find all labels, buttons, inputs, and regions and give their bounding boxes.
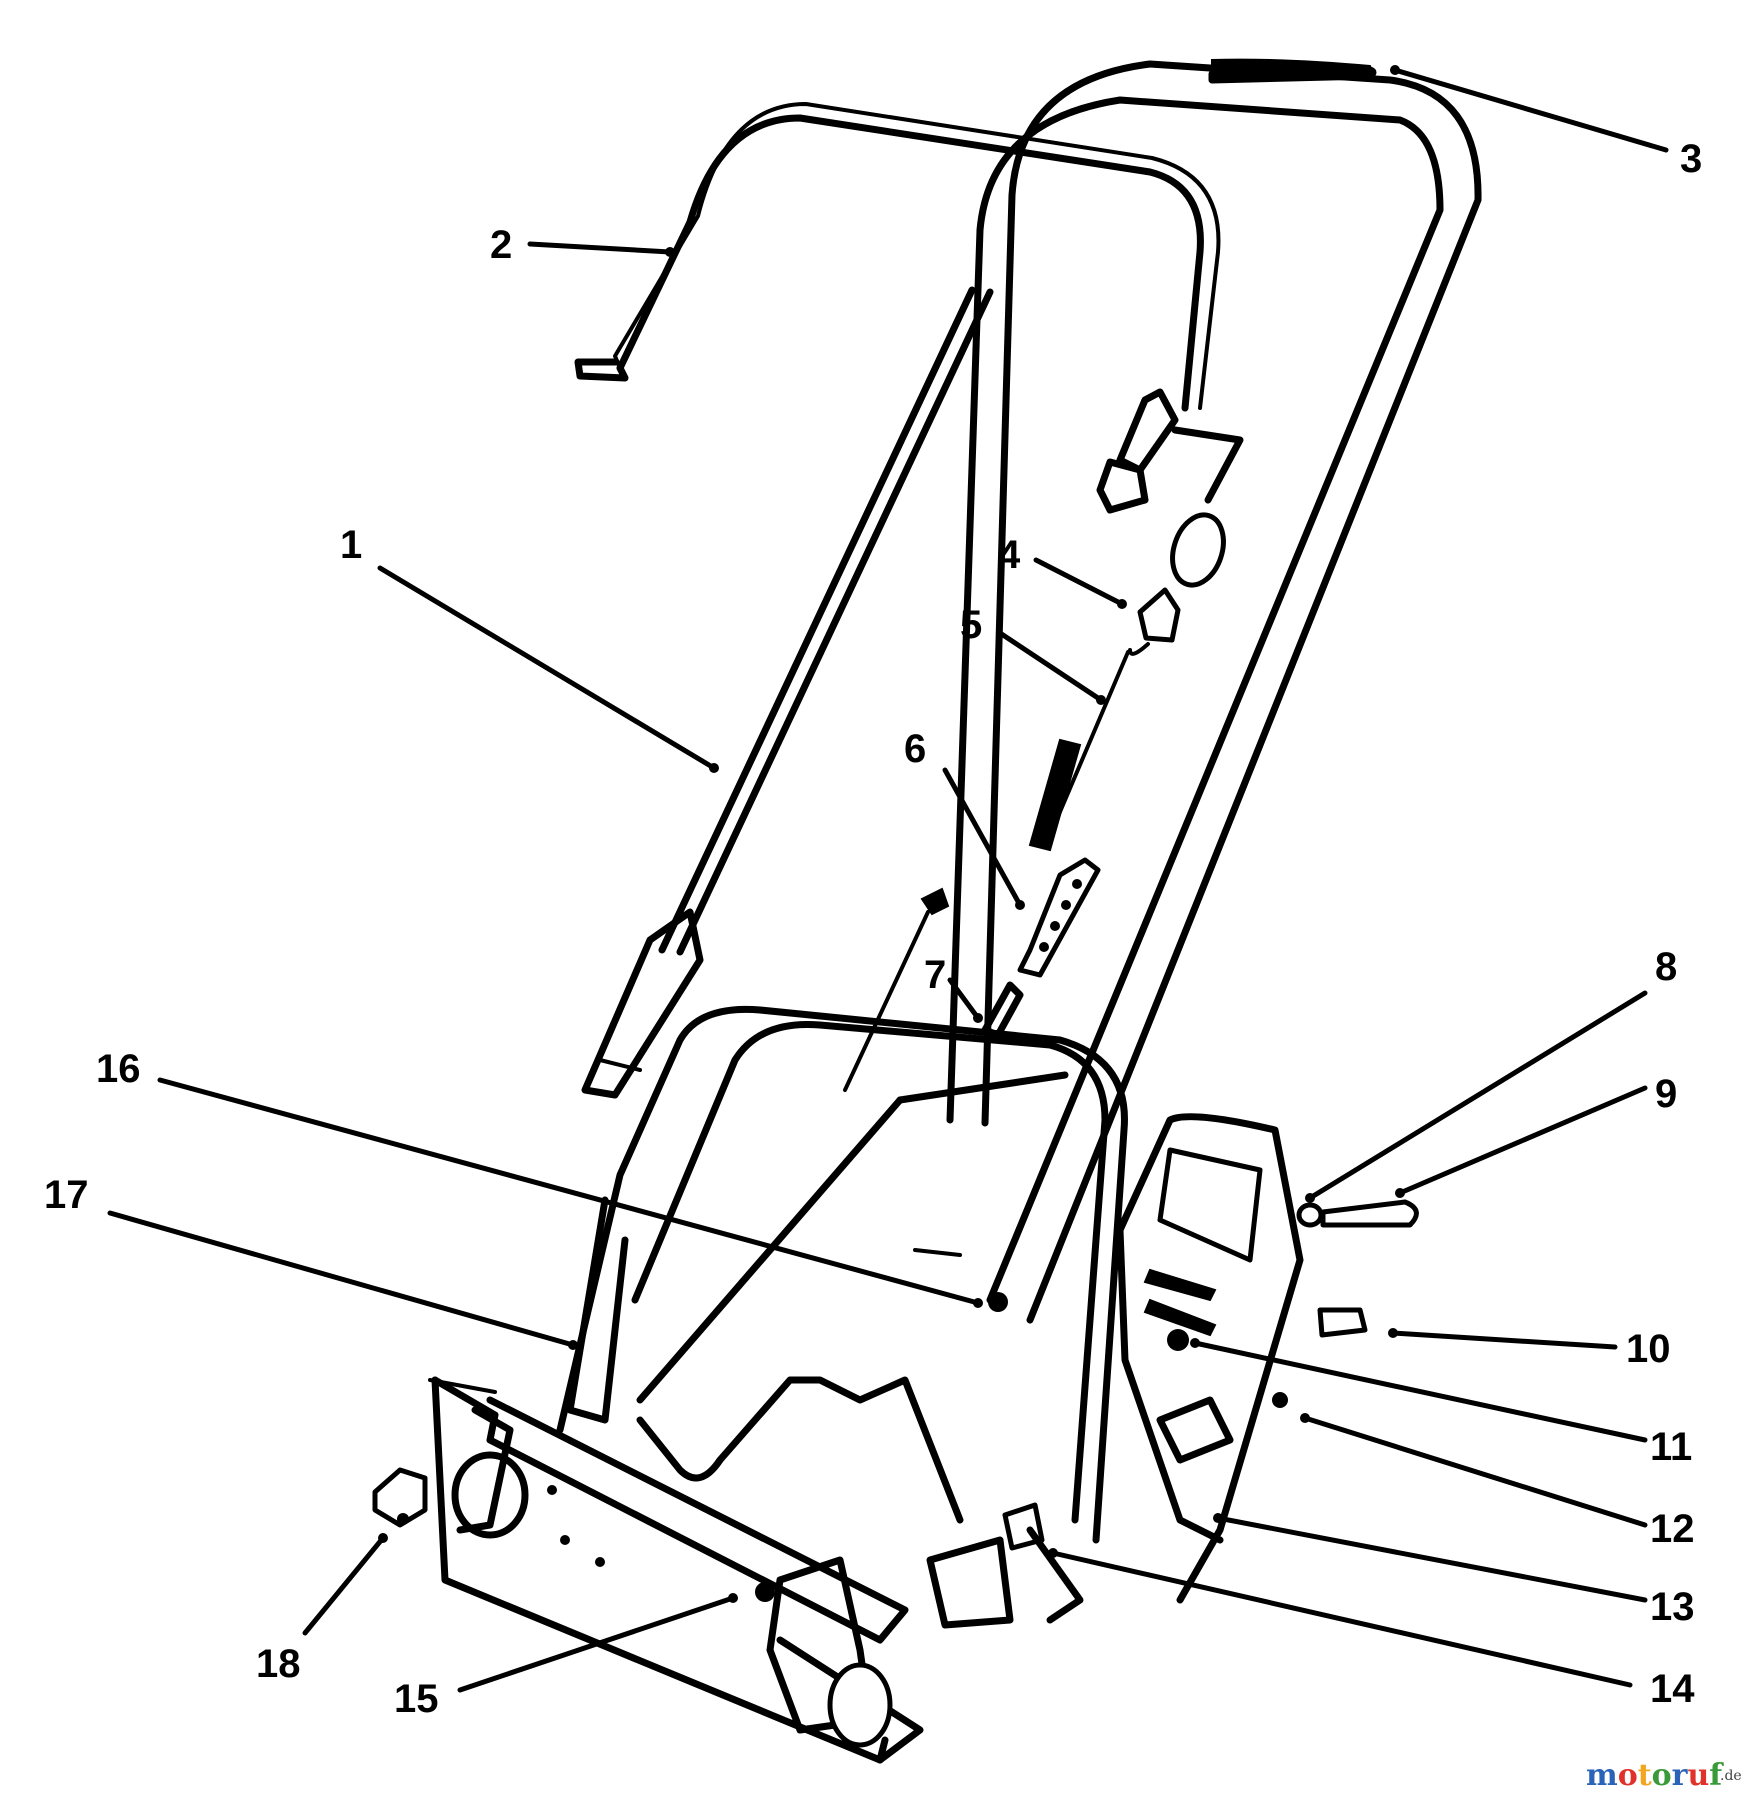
callout-11: 11	[1650, 1425, 1692, 1469]
assembly-lines	[428, 910, 962, 1394]
side-plate-slot	[1157, 1147, 1263, 1263]
callout-15: 15	[394, 1677, 439, 1721]
axle-hub	[827, 1662, 893, 1748]
part-bail	[574, 102, 1221, 412]
watermark-logo: motoruf .de	[1586, 1758, 1742, 1793]
callout-8: 8	[1655, 945, 1677, 989]
callout-numbers: 1 2 3 4 5 6 7 8 9 10 11 12 13 14 15 16 1…	[44, 137, 1702, 1721]
cable-grommet	[1170, 512, 1226, 588]
lower-frame	[556, 1005, 1128, 1544]
part-13-side-plate	[1116, 1113, 1304, 1604]
part-15-axle-bar	[431, 1376, 924, 1764]
part-8-washer	[1296, 1202, 1324, 1228]
part-4-clip	[1137, 587, 1181, 643]
cable-assembly	[920, 388, 1244, 1039]
callout-4: 4	[998, 533, 1021, 577]
part-12-screw	[1272, 1392, 1288, 1408]
callout-2: 2	[490, 223, 512, 267]
callout-10: 10	[1626, 1327, 1671, 1371]
part-lower-handle	[581, 286, 994, 1099]
fasteners	[988, 1199, 1419, 1408]
part-18-knob	[372, 1467, 428, 1528]
upper-handle	[946, 60, 1482, 1324]
leader-lines	[107, 65, 1669, 1693]
svg-text:.de: .de	[1720, 1768, 1742, 1784]
callout-1: 1	[340, 523, 362, 567]
part-10-bolt	[1317, 1307, 1368, 1338]
part-14-bracket	[926, 1502, 1084, 1629]
callout-16: 16	[96, 1047, 141, 1091]
part-6-adjuster	[1017, 857, 1101, 978]
callout-3: 3	[1680, 137, 1702, 181]
callout-14: 14	[1650, 1667, 1695, 1711]
callout-12: 12	[1650, 1507, 1695, 1551]
cable-bolt	[920, 887, 950, 916]
callout-5: 5	[960, 603, 982, 647]
part-15-nut	[755, 1582, 775, 1602]
part-17-rail	[566, 1196, 629, 1424]
svg-text:motoruf: motoruf	[1586, 1758, 1724, 1793]
callout-18: 18	[256, 1642, 301, 1686]
callout-6: 6	[904, 727, 926, 771]
part-5-spring	[1028, 738, 1082, 852]
callout-9: 9	[1655, 1072, 1677, 1116]
callout-17: 17	[44, 1173, 89, 1217]
part-11-nut	[1167, 1329, 1189, 1351]
callout-13: 13	[1650, 1585, 1695, 1629]
part-16-nut	[988, 1292, 1008, 1312]
callout-7: 7	[924, 953, 946, 997]
part-9-pin	[1320, 1199, 1419, 1228]
